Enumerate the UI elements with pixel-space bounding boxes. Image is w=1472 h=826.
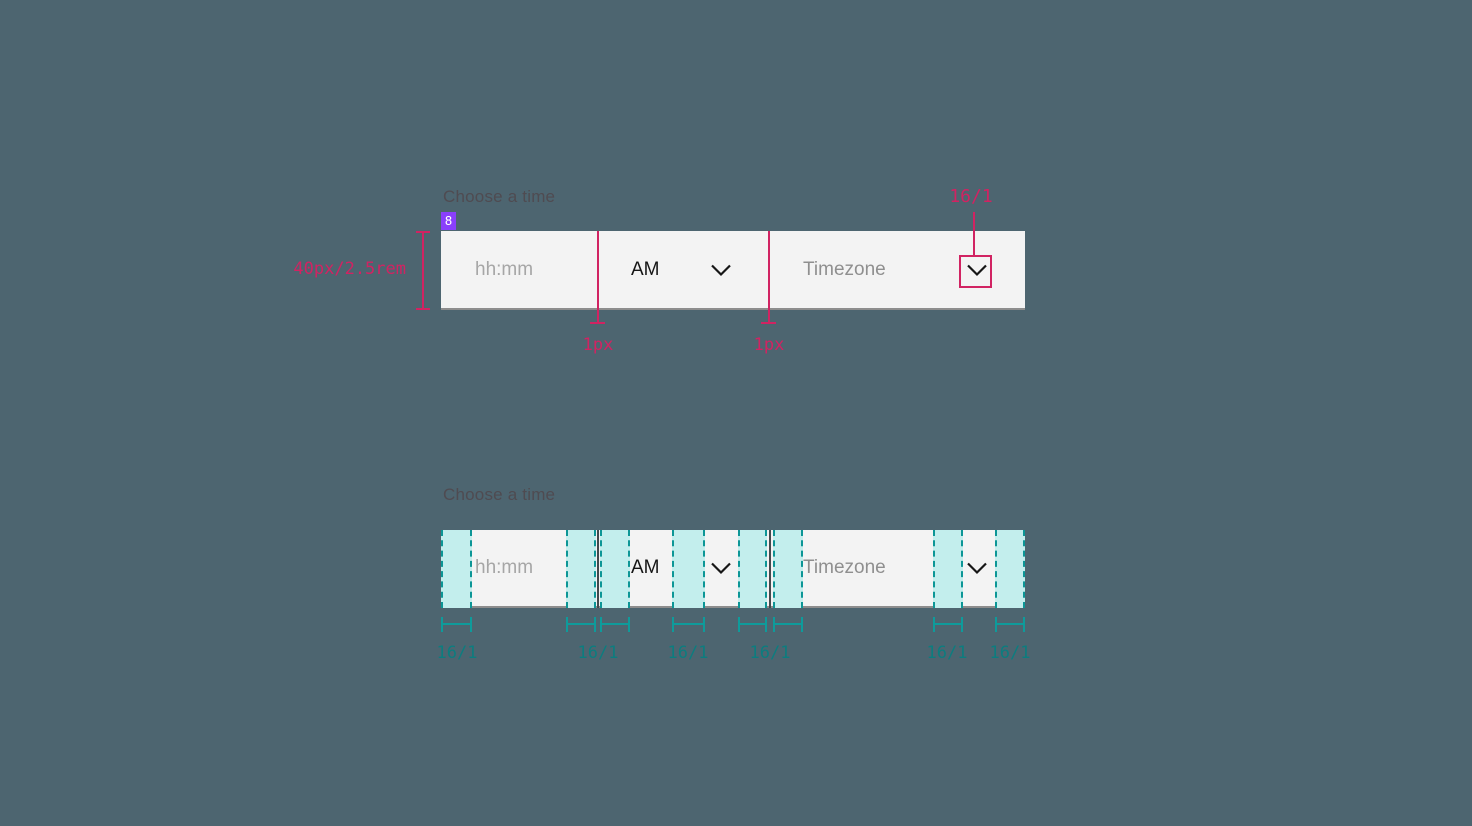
spacing-measure-bracket: [995, 617, 1025, 632]
spacing-annotation: 16/1: [577, 643, 619, 663]
icon-spacing-annotation: 16/1: [949, 186, 993, 207]
spacing-annotation: 16/1: [749, 643, 791, 663]
period-select[interactable]: AM: [631, 557, 660, 578]
period-select[interactable]: AM: [631, 258, 660, 280]
spacing-measure-bracket: [566, 617, 596, 632]
spacing-band: [441, 530, 472, 608]
spacing-annotation: 16/1: [989, 643, 1031, 663]
annotation-badge: 8: [441, 212, 456, 230]
divider-annotation: 1px: [582, 335, 614, 355]
spacing-measure-bracket: [672, 617, 705, 632]
spacing-band: [933, 530, 963, 608]
spacing-band: [738, 530, 767, 608]
time-input[interactable]: hh:mm: [475, 557, 534, 578]
time-picker-label: Choose a time: [443, 485, 556, 504]
height-measure-bracket: [416, 231, 430, 310]
spacing-measure-bracket: [738, 617, 767, 632]
spacing-band: [600, 530, 630, 608]
spacing-band: [995, 530, 1025, 608]
icon-measure-box: [959, 255, 992, 288]
spacing-annotation: 16/1: [436, 643, 478, 663]
divider-annotation: 1px: [753, 335, 785, 355]
divider-measure-line: [768, 231, 770, 324]
divider-measure-cap: [761, 322, 776, 324]
timezone-select[interactable]: Timezone: [803, 258, 886, 280]
segment-divider: [769, 530, 771, 608]
spacing-band: [566, 530, 596, 608]
segment-divider: [597, 530, 599, 608]
chevron-down-icon[interactable]: [710, 562, 732, 575]
spacing-band: [672, 530, 705, 608]
chevron-down-icon[interactable]: [710, 263, 732, 276]
spacing-measure-bracket: [773, 617, 803, 632]
spacing-band: [773, 530, 803, 608]
timezone-select[interactable]: Timezone: [803, 557, 886, 578]
icon-measure-line: [973, 212, 975, 256]
chevron-down-icon[interactable]: [966, 562, 988, 575]
spacing-annotation: 16/1: [667, 643, 709, 663]
spacing-measure-bracket: [600, 617, 630, 632]
spacing-measure-bracket: [441, 617, 472, 632]
time-picker-label: Choose a time: [443, 187, 556, 206]
time-picker: hh:mm AM Timezone: [441, 231, 1025, 310]
time-picker: hh:mm AM Timezone: [441, 530, 1025, 608]
spacing-measure-bracket: [933, 617, 963, 632]
divider-measure-cap: [590, 322, 605, 324]
height-annotation: 40px/2.5rem: [293, 259, 406, 279]
divider-measure-line: [597, 231, 599, 324]
spacing-annotation: 16/1: [926, 643, 968, 663]
chevron-down-icon[interactable]: [966, 263, 988, 276]
time-input[interactable]: hh:mm: [475, 258, 534, 280]
